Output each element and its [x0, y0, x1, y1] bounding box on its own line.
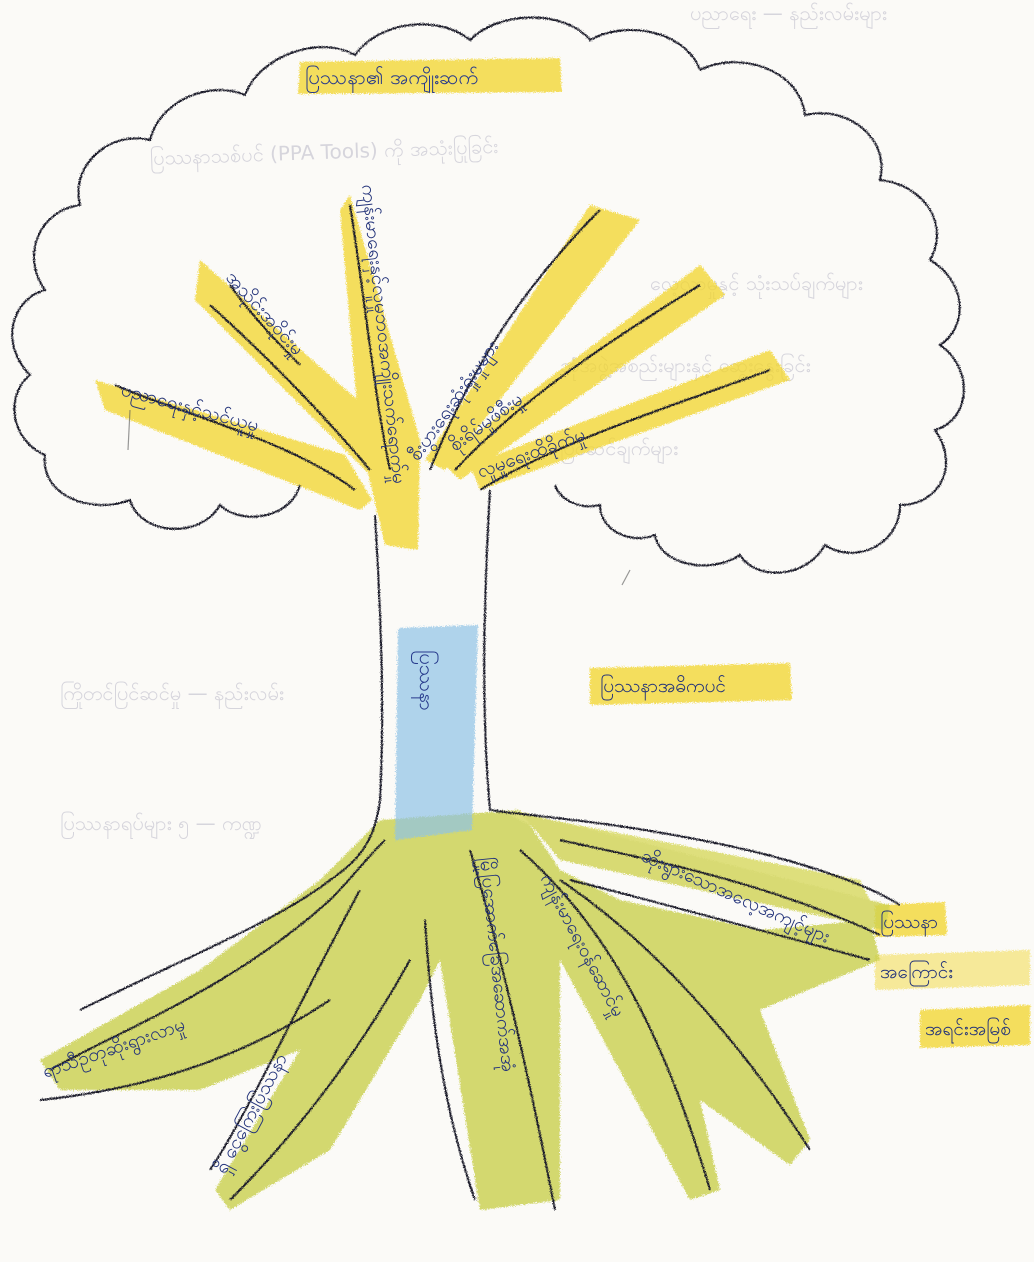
trunk-side-label: ပြဿနာအဓိကပင်	[600, 673, 726, 701]
ghost-line: ကြိုတင်ပြင်ဆင်မှု — နည်းလမ်း	[60, 681, 284, 709]
ghost-line: ပြဿနာသစ်ပင် (PPA Tools) ကို အသုံးပြုခြင်…	[149, 134, 498, 174]
pencil-mark	[622, 570, 630, 585]
roots-side-label-line: ပြဿနာ	[880, 909, 938, 937]
canopy-title: ပြဿနာ၏ အကျိုးဆက်	[305, 65, 478, 93]
ghost-line: ပညာရေး — နည်းလမ်းများ	[690, 1, 887, 29]
ghost-line: ပြဿနာရပ်များ ၅ — ကဏ္ဍ	[60, 811, 262, 839]
roots-side-label-line: အကြောင်း	[880, 959, 953, 987]
trunk-text: ပြဿနာ	[411, 650, 439, 711]
roots-side-label-line: အရင်းအမြစ်	[925, 1016, 1011, 1044]
canopy-outline	[12, 18, 964, 573]
